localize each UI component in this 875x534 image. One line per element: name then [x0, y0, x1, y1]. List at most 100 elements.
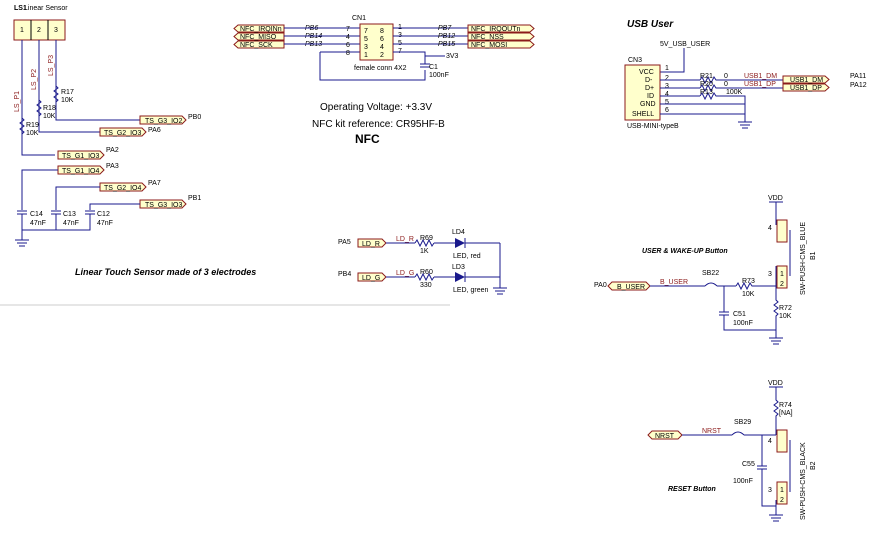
r19-val: 10K — [26, 130, 39, 137]
cn1-left-label-2: NFC_SCK — [240, 42, 273, 49]
cn1-body — [359, 23, 394, 61]
r13-ref: R13 — [700, 89, 713, 96]
r69-val: 1K — [420, 248, 429, 255]
touch-port-2: PA2 — [106, 147, 119, 154]
cn1-right-port-2: PB15 — [438, 41, 455, 48]
cn1-in-r2: 4 — [380, 44, 384, 51]
r72-ref: R72 — [779, 305, 792, 312]
r69-ref: R69 — [420, 235, 433, 242]
ls1-pin-2: 2 — [37, 27, 41, 34]
touch-caption: Linear Touch Sensor made of 3 electrodes — [75, 267, 256, 277]
r60-val: 330 — [420, 282, 432, 289]
r20-ref: R20 — [700, 81, 713, 88]
linear-sensor-ls1: LS1 Linear Sensor 1 2 3 R17 10K R18 10K … — [13, 5, 140, 156]
cn1-in-l1: 5 — [364, 36, 368, 43]
c51-val: 100nF — [733, 320, 753, 327]
ls1-ref: LS1 — [14, 5, 27, 12]
touch-label-3: TS_G1_IO4 — [62, 168, 99, 175]
led-red-label: LD_R — [362, 241, 380, 248]
b1-body — [776, 219, 788, 243]
touch-label-2: TS_G1_IO3 — [62, 153, 99, 160]
user-net: B_USER — [660, 279, 688, 286]
b2-pin-2: 2 — [780, 497, 784, 504]
b1-ref: B1 — [810, 251, 817, 260]
usb-user: USB User 5V_USB_USER CN3 VCC D- D+ ID GN… — [624, 19, 867, 130]
usb-num-1: 1 — [665, 65, 669, 72]
usb-model: USB-MINI-typeB — [627, 123, 679, 130]
usb-net-dm: USB1_DM — [744, 73, 777, 80]
usb-pin-dp: D+ — [645, 85, 654, 92]
cn1-lpin-0: 7 — [346, 26, 350, 33]
cn1-in-l2: 3 — [364, 44, 368, 51]
usb-num-4: 4 — [665, 91, 669, 98]
cn3-ref: CN3 — [628, 57, 642, 64]
b2-model: SW-PUSH-CMS_BLACK — [800, 442, 807, 520]
reset-title: RESET Button — [668, 486, 716, 493]
touch-port-3: PA3 — [106, 163, 119, 170]
ld3-ref: LD3 — [452, 264, 465, 271]
led-green-port: PB4 — [338, 271, 351, 278]
usb-title: USB User — [627, 19, 674, 30]
cn1-lpin-1: 4 — [346, 34, 350, 41]
usb-port-dp: PA12 — [850, 82, 867, 89]
b1-pin-4: 4 — [768, 225, 772, 232]
usb-num-6: 6 — [665, 107, 669, 114]
nfc-kit: NFC kit reference: CR95HF-B — [312, 119, 445, 130]
usb-pin-shell: SHELL — [632, 111, 654, 118]
b1-pin-3: 3 — [768, 271, 772, 278]
r74-ref: R74 — [779, 402, 792, 409]
led-green-label: LD_G — [362, 275, 380, 282]
b1-model: SW-PUSH-CMS_BLUE — [800, 222, 807, 295]
touch-port-5: PB1 — [188, 195, 201, 202]
user-button-circuit: VDD 4 3 1 2 SW-PUSH-CMS_BLUE B1 USER & W… — [594, 195, 817, 345]
reset-label: NRST — [655, 433, 675, 440]
c12-ref: C12 — [97, 211, 110, 218]
touch-label-1: TS_G2_IO3 — [104, 130, 141, 137]
r17-ref: R17 — [61, 89, 74, 96]
sb29-ref: SB29 — [734, 419, 751, 426]
led-red-net: LD_R — [396, 236, 414, 243]
user-port: PA0 — [594, 282, 607, 289]
cn1-right-label-0: NFC_IRQOUTn — [471, 26, 521, 33]
cn1-left-label-1: NFC_MISO — [240, 34, 277, 41]
ls-p1-net: LS_P1 — [14, 91, 21, 112]
user-title: USER & WAKE-UP Button — [642, 248, 728, 255]
led-red-port: PA5 — [338, 239, 351, 246]
touch-label-5: TS_G3_IO3 — [145, 202, 182, 209]
sb22-ref: SB22 — [702, 270, 719, 277]
cn1-in-l3: 1 — [364, 52, 368, 59]
ld4-ref: LD4 — [452, 229, 465, 236]
cn1-in-r3: 2 — [380, 52, 384, 59]
cn1-power: 3V3 — [446, 53, 459, 60]
b1-body-lower — [776, 265, 788, 289]
r74-val: [NA] — [779, 410, 793, 417]
usb-num-2: 2 — [665, 75, 669, 82]
r72-val: 10K — [779, 313, 792, 320]
reset-button-circuit: VDD R74 [NA] 4 3 1 2 SW-PUSH-CMS_BLACK B… — [647, 380, 817, 522]
cn1-in-l0: 7 — [364, 28, 368, 35]
touch-port-0: PB0 — [188, 114, 201, 121]
user-label: B_USER — [617, 284, 645, 291]
r73-val: 10K — [742, 291, 755, 298]
b2-body — [776, 429, 788, 453]
c12-val: 47nF — [97, 220, 113, 227]
touch-label-0: TS_G3_IO2 — [145, 118, 182, 125]
b2-pin-4: 4 — [768, 438, 772, 445]
reset-net: NRST — [702, 428, 722, 435]
cn1-ref: CN1 — [352, 15, 366, 22]
c14-ref: C14 — [30, 211, 43, 218]
usb-pin-dm: D- — [645, 77, 653, 84]
cn1-lpin-2: 6 — [346, 42, 350, 49]
ls1-pin-3: 3 — [54, 27, 58, 34]
r17-val: 10K — [61, 97, 74, 104]
b2-pin-3: 3 — [768, 487, 772, 494]
b1-pin-1: 1 — [780, 271, 784, 278]
ls-p3-net: LS_P3 — [48, 55, 55, 76]
touch-port-4: PA7 — [148, 180, 161, 187]
touch-port-1: PA6 — [148, 127, 161, 134]
b1-pin-2: 2 — [780, 281, 784, 288]
nfc-voltage: Operating Voltage: +3.3V — [320, 102, 432, 113]
cn1-lpin-3: 8 — [346, 50, 350, 57]
cn1-desc: female conn 4X2 — [354, 65, 407, 72]
